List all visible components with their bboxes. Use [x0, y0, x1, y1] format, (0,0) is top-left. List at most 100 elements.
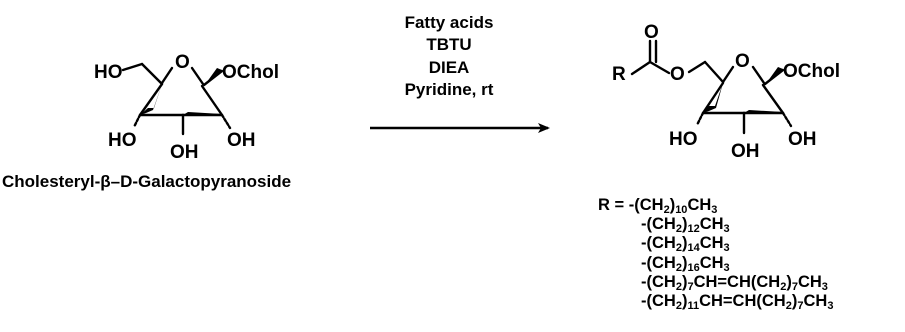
reagent-tbtu: TBTU	[426, 35, 471, 54]
r-group-prefix: R =	[598, 196, 629, 214]
formula-part: -(CH	[641, 215, 676, 234]
subscript: 2	[780, 280, 787, 293]
wedge-bond	[703, 83, 723, 113]
ester-bond	[648, 60, 671, 75]
ester-o-bond	[687, 60, 707, 74]
formula-part: )	[669, 196, 676, 214]
reagent-solvent: Pyridine, rt	[405, 80, 494, 99]
subscript: 3	[711, 204, 718, 216]
ochol-label: OChol	[222, 62, 279, 83]
ring-bond	[190, 66, 205, 86]
ring-bond	[138, 82, 164, 117]
ring-bond	[721, 65, 735, 84]
r-label: R	[612, 64, 626, 85]
ho-label: HO	[94, 62, 123, 83]
wedge-bond	[765, 67, 783, 85]
subscript: 2	[785, 299, 792, 312]
subscript: 3	[827, 299, 834, 312]
formula-part: CH	[699, 215, 724, 234]
ch2-bond	[703, 60, 725, 84]
ch2-bond	[140, 62, 164, 86]
formula-part: CH	[699, 234, 724, 253]
formula-part: )	[681, 215, 688, 234]
ring-bond	[160, 66, 174, 85]
r-group-item: -(CH2)16CH3	[598, 253, 833, 274]
starting-material-labels: HO O OChol HO OH OH	[94, 52, 279, 163]
subscript: 14	[687, 242, 700, 255]
formula-part: -(CH	[641, 291, 676, 310]
subscript: 10	[675, 204, 688, 216]
ring-bond	[200, 84, 224, 117]
subscript: 3	[821, 280, 828, 293]
subscript: 7	[791, 280, 798, 293]
starting-material-wedges	[140, 68, 222, 116]
formula-part: )	[681, 253, 688, 272]
ochol-label: OChol	[783, 61, 840, 82]
wedge-bond	[183, 112, 222, 116]
subscript: 3	[723, 261, 730, 274]
subscript: 2	[675, 223, 682, 236]
formula-part: CH	[687, 196, 712, 214]
ho-label: HO	[108, 130, 137, 151]
formula-part: CH	[797, 272, 822, 291]
subscript: 2	[675, 261, 682, 274]
formula-part: -(CH	[628, 196, 664, 214]
product-wedges	[703, 67, 783, 114]
carbonyl-oxygen-label: O	[644, 22, 659, 43]
oh-label: OH	[170, 142, 199, 163]
hashed-bond	[132, 113, 142, 129]
hashed-bond	[781, 111, 793, 128]
formula-part: )	[681, 291, 688, 310]
reagent-fatty-acids: Fatty acids	[405, 13, 494, 32]
formula-part: CH	[803, 291, 828, 310]
product-labels: R O O O OChol HO OH OH	[612, 22, 840, 162]
subscript: 16	[687, 261, 700, 274]
subscript: 3	[723, 242, 730, 255]
r-group-item: -(CH2)14CH3	[598, 234, 833, 255]
r-group-item: R = -(CH2)10CH3	[598, 196, 833, 216]
formula-part: -(CH	[641, 234, 676, 253]
formula-part: CH=CH(CH	[699, 291, 786, 310]
ring-bond	[751, 65, 766, 85]
formula-part: CH	[699, 253, 724, 272]
ho-bond	[121, 62, 144, 72]
r-group-list: R = -(CH2)10CH3-(CH2)12CH3-(CH2)14CH3-(C…	[598, 196, 833, 311]
hashed-bond	[220, 113, 232, 130]
subscript: 12	[687, 223, 700, 236]
subscript: 3	[723, 223, 730, 236]
product-structure	[630, 39, 793, 135]
ho-label: HO	[669, 129, 698, 150]
subscript: 2	[663, 204, 670, 216]
formula-part: -(CH	[641, 253, 676, 272]
subscript: 2	[675, 242, 682, 255]
subscript: 2	[675, 299, 682, 312]
ring-oxygen-label: O	[175, 52, 190, 73]
wedge-bond	[744, 110, 783, 114]
formula-part: CH=CH(CH	[693, 272, 781, 291]
oh-label: OH	[788, 129, 817, 150]
formula-part: )	[681, 234, 688, 253]
ester-oxygen-label: O	[670, 64, 685, 85]
r-group-item: -(CH2)7CH=CH(CH2)7CH3	[598, 272, 833, 293]
r-bond	[630, 60, 652, 76]
formula-part: -(CH	[641, 272, 676, 291]
subscript: 11	[687, 299, 700, 312]
formula-part: )	[681, 272, 688, 291]
ring-bond	[761, 83, 785, 115]
wedge-bond	[140, 84, 162, 115]
starting-material-name: Cholesteryl-β–D-Galactopyranoside	[2, 172, 291, 191]
subscript: 7	[797, 299, 804, 312]
subscript: 7	[687, 280, 694, 293]
r-group-item: -(CH2)11CH=CH(CH2)7CH3	[598, 291, 834, 312]
subscript: 2	[675, 280, 682, 293]
ring-bond	[701, 81, 725, 115]
formula-part: )	[786, 272, 792, 291]
wedge-bond	[204, 68, 222, 86]
reagent-diea: DIEA	[429, 58, 470, 77]
ring-oxygen-label: O	[735, 51, 750, 72]
oh-label: OH	[227, 130, 256, 151]
reagent-conditions: Fatty acids TBTU DIEA Pyridine, rt	[405, 13, 494, 99]
formula-part: )	[791, 291, 798, 310]
hashed-bond	[695, 111, 705, 127]
